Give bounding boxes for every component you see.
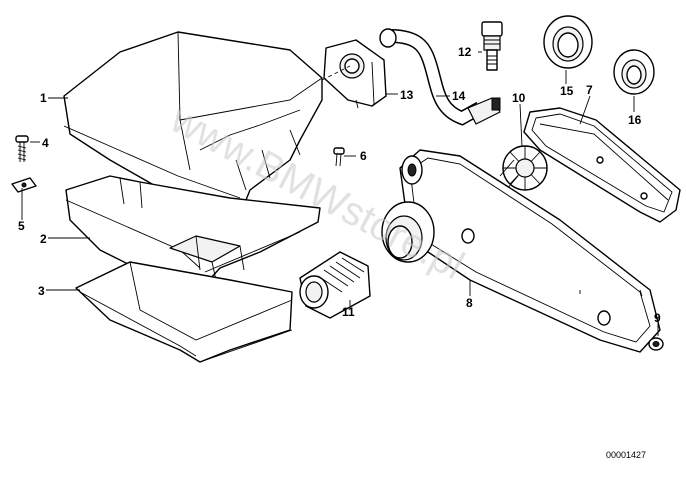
part-10-fan — [499, 145, 548, 191]
part-12-sensor — [481, 21, 503, 71]
part-16-seal — [613, 49, 655, 95]
callout-10: 10 — [512, 91, 526, 105]
callout-14: 14 — [452, 89, 466, 103]
callout-11: 11 — [342, 305, 355, 319]
callout-4: 4 — [42, 136, 49, 150]
part-8-housing — [399, 149, 661, 353]
part-11-sleeve — [299, 251, 371, 319]
callout-8: 8 — [466, 296, 473, 310]
part-8-intake-ring — [381, 201, 435, 263]
callout-15: 15 — [560, 84, 574, 98]
part-7-gasket — [523, 107, 681, 223]
callout-5: 5 — [18, 219, 25, 233]
part-4-screw — [15, 135, 29, 162]
part-13-bracket — [323, 39, 387, 109]
part-3-tray — [75, 261, 293, 363]
callout-12: 12 — [458, 45, 472, 59]
part-15-seal — [543, 15, 593, 69]
callout-1: 1 — [40, 91, 47, 105]
part-6-screw — [333, 147, 345, 167]
callout-16: 16 — [628, 113, 642, 127]
reference-number: 00001427 — [606, 450, 646, 460]
part-5-clip-nut — [11, 177, 37, 193]
part-9-bolt — [648, 337, 664, 351]
callout-13: 13 — [400, 88, 414, 102]
part-1-cover — [63, 31, 323, 216]
callout-3: 3 — [38, 284, 45, 298]
part-14-hose — [379, 28, 501, 126]
callout-9: 9 — [654, 311, 661, 325]
leader-lines — [21, 51, 659, 336]
callout-2: 2 — [40, 232, 47, 246]
callout-7: 7 — [586, 83, 593, 97]
callout-6: 6 — [360, 149, 367, 163]
